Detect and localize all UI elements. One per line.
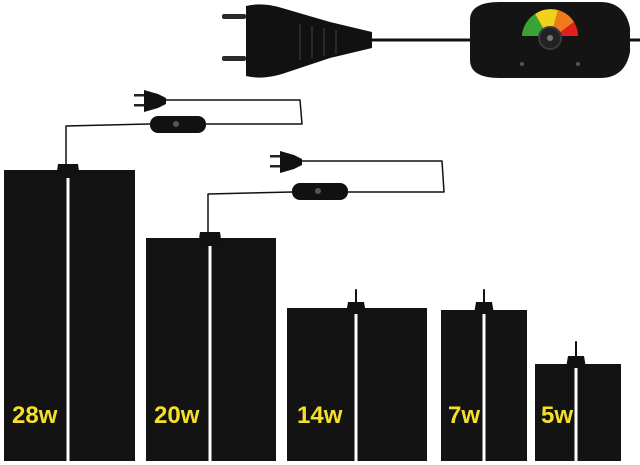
plug-icon bbox=[270, 151, 302, 173]
mat-14w: 14w bbox=[287, 289, 427, 461]
mat-7w: 7w bbox=[441, 289, 527, 461]
mat-5w: 5w bbox=[535, 341, 621, 461]
mat-5w-label: 5w bbox=[541, 402, 573, 429]
mat-28w: 28w bbox=[4, 164, 135, 461]
thermostat-dial-icon bbox=[470, 2, 630, 78]
cable-28w bbox=[65, 99, 303, 167]
mat-20w-label: 20w bbox=[154, 402, 200, 429]
mat-14w-label: 14w bbox=[297, 402, 343, 429]
plug-icon bbox=[134, 90, 166, 112]
mat-28w-label: 28w bbox=[12, 402, 58, 429]
plug-icon bbox=[222, 4, 372, 78]
dimmer-switch-icon bbox=[150, 116, 206, 133]
cable-20w bbox=[207, 160, 445, 235]
mat-7w-label: 7w bbox=[448, 402, 480, 429]
dimmer-switch-icon bbox=[292, 183, 348, 200]
mat-20w: 20w bbox=[146, 232, 276, 461]
